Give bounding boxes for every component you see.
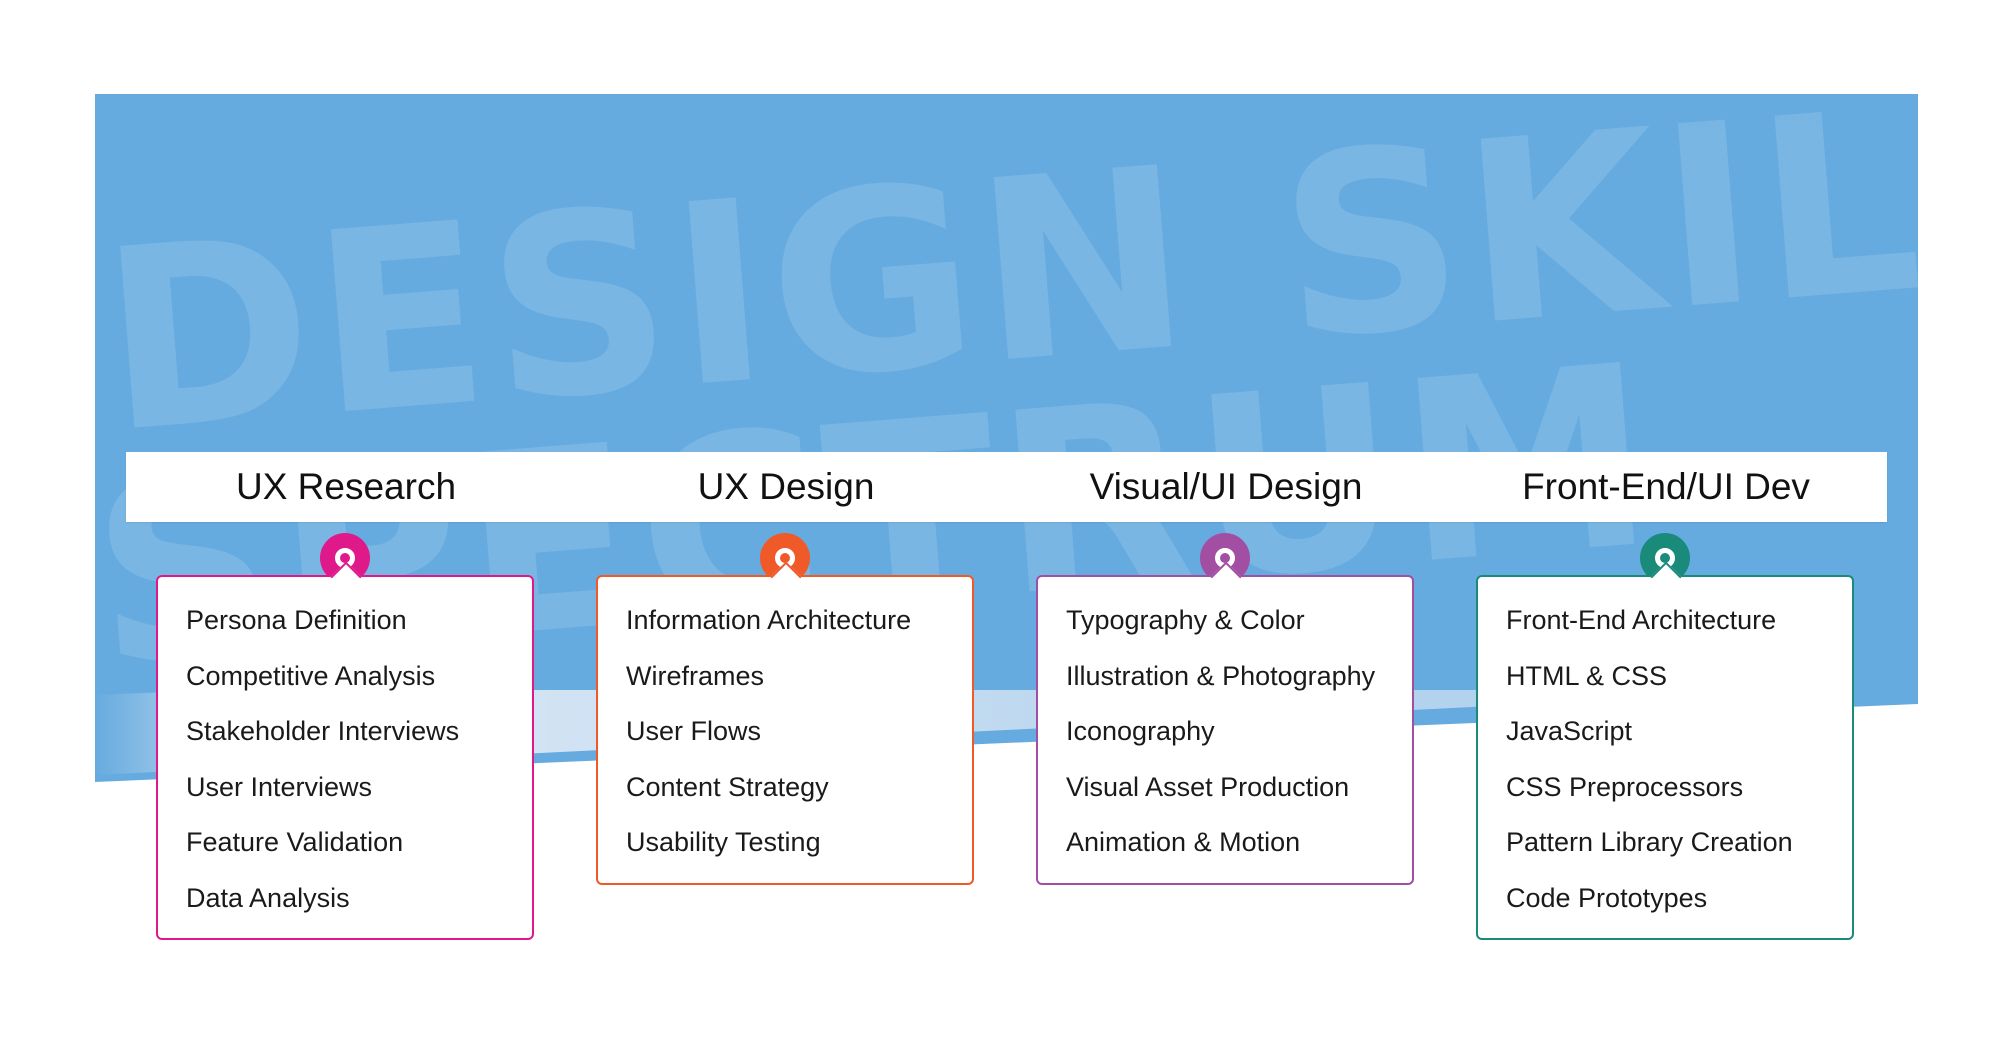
skill-item: Typography & Color bbox=[1066, 605, 1305, 635]
column-title-visual-ui-design: Visual/UI Design bbox=[1089, 466, 1363, 507]
skill-item: JavaScript bbox=[1506, 716, 1633, 746]
column-title-front-end-ui-dev: Front-End/UI Dev bbox=[1522, 466, 1810, 507]
skills-card-front-end-ui-dev: Front-End Architecture HTML & CSS JavaSc… bbox=[1476, 575, 1854, 940]
skills-list: Front-End Architecture HTML & CSS JavaSc… bbox=[1506, 593, 1852, 926]
skills-list: Information Architecture Wireframes User… bbox=[626, 593, 972, 871]
skill-item: Code Prototypes bbox=[1506, 882, 1708, 913]
skill-item: CSS Preprocessors bbox=[1506, 771, 1744, 802]
skills-card-ux-design: Information Architecture Wireframes User… bbox=[596, 575, 974, 885]
skill-item: Stakeholder Interviews bbox=[186, 716, 460, 746]
skill-item: Front-End Architecture bbox=[1506, 605, 1777, 635]
skill-item: Persona Definition bbox=[186, 605, 407, 635]
skill-item: Data Analysis bbox=[186, 882, 350, 913]
skill-item: Information Architecture bbox=[626, 605, 912, 635]
skills-list: Persona Definition Competitive Analysis … bbox=[186, 593, 532, 926]
skill-item: Animation & Motion bbox=[1066, 827, 1301, 857]
skill-item: Pattern Library Creation bbox=[1506, 827, 1793, 857]
skill-item: HTML & CSS bbox=[1506, 660, 1668, 691]
skill-item: User Flows bbox=[626, 716, 762, 746]
column-header-band: UX Research UX Design Visual/UI Design F… bbox=[126, 452, 1887, 522]
skills-card-ux-research: Persona Definition Competitive Analysis … bbox=[156, 575, 534, 940]
skill-item: Wireframes bbox=[626, 660, 765, 691]
skill-item: Usability Testing bbox=[626, 827, 821, 857]
skills-list: Typography & Color Illustration & Photog… bbox=[1066, 593, 1412, 871]
column-title-ux-research: UX Research bbox=[235, 466, 457, 507]
skill-item: Iconography bbox=[1066, 716, 1215, 746]
skill-item: Content Strategy bbox=[626, 771, 829, 802]
skill-item: User Interviews bbox=[186, 771, 373, 802]
skill-item: Competitive Analysis bbox=[186, 660, 436, 691]
skill-item: Feature Validation bbox=[186, 827, 404, 857]
skills-card-visual-ui-design: Typography & Color Illustration & Photog… bbox=[1036, 575, 1414, 885]
skill-item: Illustration & Photography bbox=[1066, 660, 1376, 691]
column-title-ux-design: UX Design bbox=[697, 466, 875, 507]
skill-item: Visual Asset Production bbox=[1066, 771, 1350, 802]
